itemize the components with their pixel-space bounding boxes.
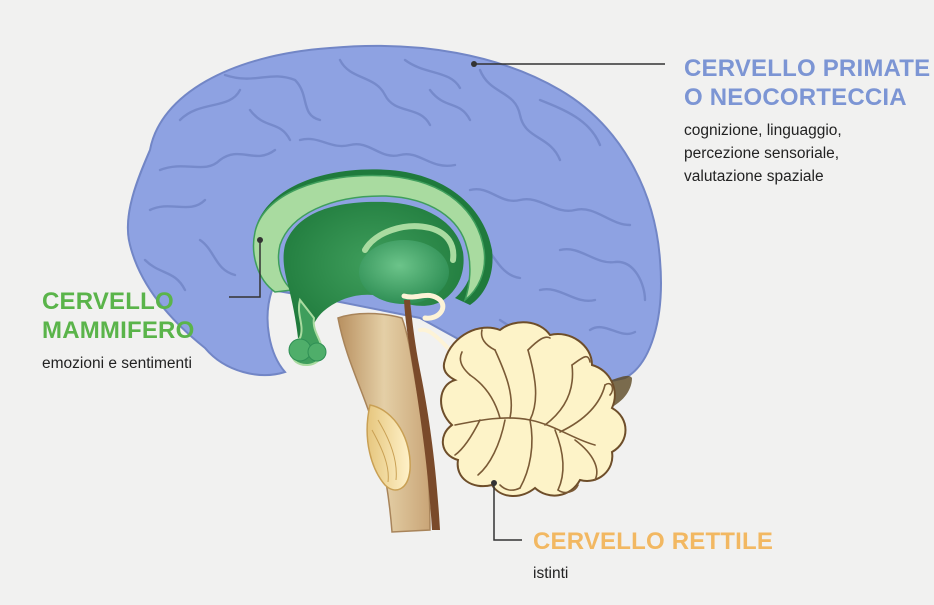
mammalian-label: CERVELLO MAMMIFERO emozioni e sentimenti bbox=[42, 287, 194, 375]
neocortex-desc-line1: cognizione, linguaggio, bbox=[684, 119, 930, 142]
neocortex-label: CERVELLO PRIMATE O NEOCORTECCIA cognizio… bbox=[684, 54, 930, 188]
reptilian-title-line1: CERVELLO RETTILE bbox=[533, 527, 773, 556]
neocortex-desc-line2: percezione sensoriale, bbox=[684, 142, 930, 165]
mammalian-title-line1: CERVELLO bbox=[42, 287, 194, 316]
mammalian-desc-line1: emozioni e sentimenti bbox=[42, 352, 194, 375]
neocortex-desc-line3: valutazione spaziale bbox=[684, 165, 930, 188]
neocortex-title-line1: CERVELLO PRIMATE bbox=[684, 54, 930, 83]
neocortex-title-line2: O NEOCORTECCIA bbox=[684, 83, 930, 112]
reptilian-label: CERVELLO RETTILE istinti bbox=[533, 527, 773, 585]
reptilian-desc-line1: istinti bbox=[533, 562, 773, 585]
mammalian-title-line2: MAMMIFERO bbox=[42, 316, 194, 345]
